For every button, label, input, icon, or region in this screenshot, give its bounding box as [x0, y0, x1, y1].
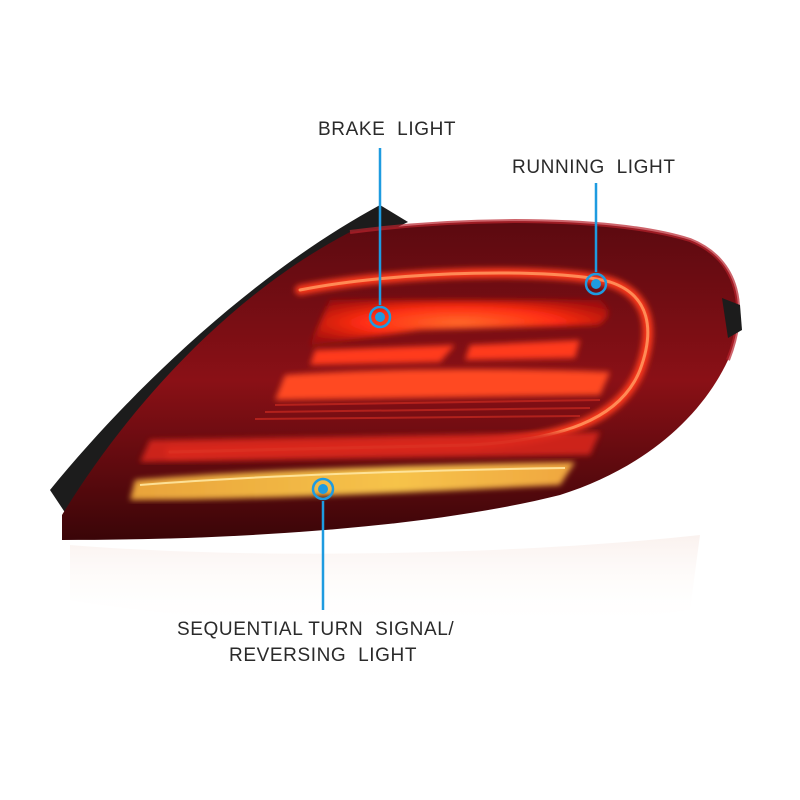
running-marker: [584, 272, 608, 296]
floor-reflection: [70, 535, 700, 629]
turn-signal-strip: [130, 462, 575, 500]
brake-marker: [368, 305, 392, 329]
brake-light-blocks: [275, 300, 610, 400]
running-light-label: RUNNING LIGHT: [512, 157, 676, 178]
callout-lines: [321, 148, 598, 610]
brake-light-label: BRAKE LIGHT: [318, 119, 457, 140]
turn-signal-label: SEQUENTIAL TURN SIGNAL/: [177, 619, 455, 640]
reversing-light-label: REVERSING LIGHT: [229, 645, 418, 666]
turn-marker: [311, 477, 335, 501]
